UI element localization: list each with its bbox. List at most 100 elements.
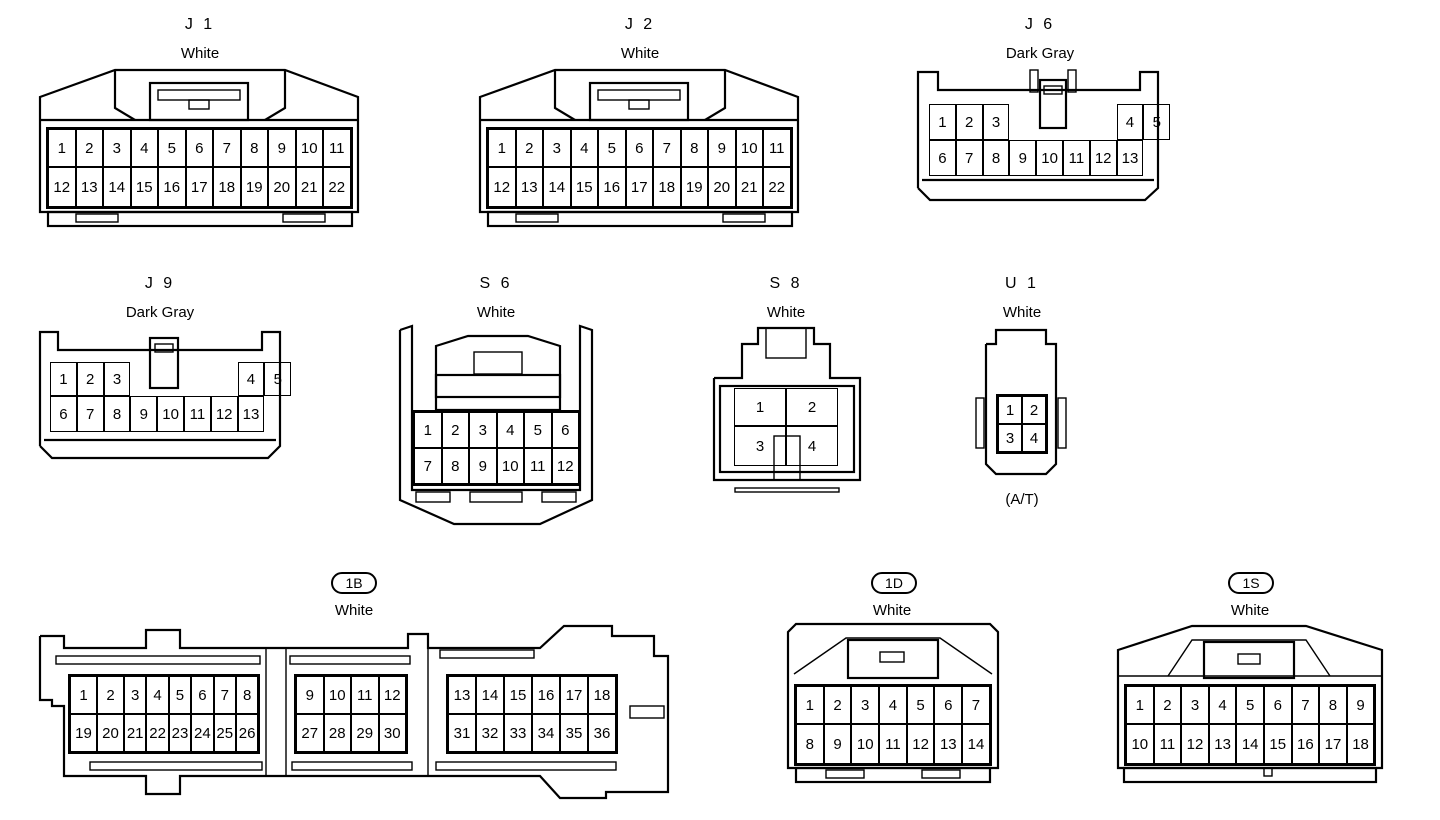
pin-s8-4: 4 [786,426,838,466]
pin-j6-2: 2 [955,104,983,140]
pin-1b-8: 8 [235,676,259,714]
pin-j6-11: 11 [1062,140,1090,176]
pin-j1-20: 20 [268,167,296,207]
pin-j1-11: 11 [323,129,351,167]
connector-note-u1: (A/T) [1005,491,1039,508]
pin-j1-10: 10 [295,129,323,167]
pin-1b-24: 24 [191,714,214,752]
pin-s8-1: 1 [734,388,786,426]
pin-j2-20: 20 [708,167,736,207]
connector-housing-j1 [38,68,360,228]
connector-code-1b: 1B [331,572,377,594]
pin-j2-10: 10 [735,129,763,167]
pin-1d-6: 6 [934,686,963,724]
pin-j9-11: 11 [183,396,211,432]
pin-u1-1: 1 [998,396,1022,424]
pin-1b-36: 36 [588,714,616,752]
pin-1b-12: 12 [378,676,406,714]
pin-1b-3: 3 [124,676,147,714]
pin-1b-1: 1 [70,676,97,714]
pin-u1-3: 3 [998,424,1022,452]
pin-j1-8: 8 [240,129,268,167]
pin-1d-5: 5 [906,686,935,724]
pin-1b-16: 16 [532,676,560,714]
pin-1b-17: 17 [560,676,588,714]
pin-j2-18: 18 [653,167,681,207]
pin-1d-2: 2 [823,686,852,724]
pin-1b-20: 20 [97,714,124,752]
pin-j1-14: 14 [103,167,131,207]
pin-j6-12: 12 [1089,140,1117,176]
connector-color-1b: White [334,602,374,619]
pin-j1-21: 21 [295,167,323,207]
pin-u1-4: 4 [1022,424,1046,452]
pin-j2-11: 11 [763,129,791,167]
pin-j1-22: 22 [323,167,351,207]
pin-1s-11: 11 [1153,724,1182,764]
pin-j9-13: 13 [237,396,265,432]
pin-j6-9: 9 [1009,140,1037,176]
pin-j9-8: 8 [103,396,131,432]
pin-1b-30: 30 [378,714,406,752]
pin-j1-6: 6 [185,129,213,167]
pin-j6-4: 4 [1116,104,1144,140]
connector-housing-u1 [975,328,1067,476]
connector-housing-j9 [38,330,282,460]
pin-1s-15: 15 [1263,724,1292,764]
connector-code-j2: J 2 [624,16,656,33]
connector-code-j1: J 1 [184,16,216,33]
pin-j2-16: 16 [598,167,626,207]
pin-s6-4: 4 [496,412,524,448]
pin-1s-3: 3 [1181,686,1209,724]
pin-1s-18: 18 [1346,724,1375,764]
pin-j6-5: 5 [1143,104,1171,140]
pin-s8-3: 3 [734,426,786,466]
pin-j1-9: 9 [268,129,296,167]
pin-1b-13: 13 [448,676,476,714]
connector-code-1s: 1S [1228,572,1274,594]
pin-s6-11: 11 [524,448,552,484]
pin-j2-3: 3 [543,129,571,167]
pin-j6-3: 3 [982,104,1010,140]
pin-1s-6: 6 [1263,686,1292,724]
pin-1s-1: 1 [1126,686,1154,724]
pin-j2-13: 13 [515,167,543,207]
pin-1d-8: 8 [796,724,824,764]
pin-j2-15: 15 [570,167,598,207]
pin-j2-12: 12 [488,167,516,207]
pin-1b-26: 26 [235,714,259,752]
pin-1s-2: 2 [1153,686,1182,724]
pin-j2-22: 22 [763,167,791,207]
pin-1b-28: 28 [323,714,351,752]
pin-j2-7: 7 [653,129,681,167]
pin-j6-8: 8 [982,140,1010,176]
pin-j6-7: 7 [955,140,983,176]
pin-1b-34: 34 [532,714,560,752]
pin-1b-14: 14 [476,676,504,714]
connector-housing-1d [786,622,1000,784]
pin-j6-13: 13 [1116,140,1144,176]
pin-j1-15: 15 [130,167,158,207]
pin-1b-4: 4 [146,676,169,714]
pin-1b-35: 35 [560,714,588,752]
pin-1b-2: 2 [97,676,124,714]
connector-color-s6: White [476,304,516,321]
pin-1b-31: 31 [448,714,476,752]
connector-color-j2: White [620,45,660,62]
pin-j9-12: 12 [210,396,238,432]
pin-s6-8: 8 [441,448,469,484]
pin-j1-17: 17 [185,167,213,207]
pin-1b-11: 11 [351,676,379,714]
pin-1d-1: 1 [796,686,824,724]
pin-1b-5: 5 [168,676,192,714]
pin-j9-2: 2 [76,362,104,396]
pin-1s-7: 7 [1291,686,1320,724]
connector-code-s8: S 8 [769,275,803,292]
